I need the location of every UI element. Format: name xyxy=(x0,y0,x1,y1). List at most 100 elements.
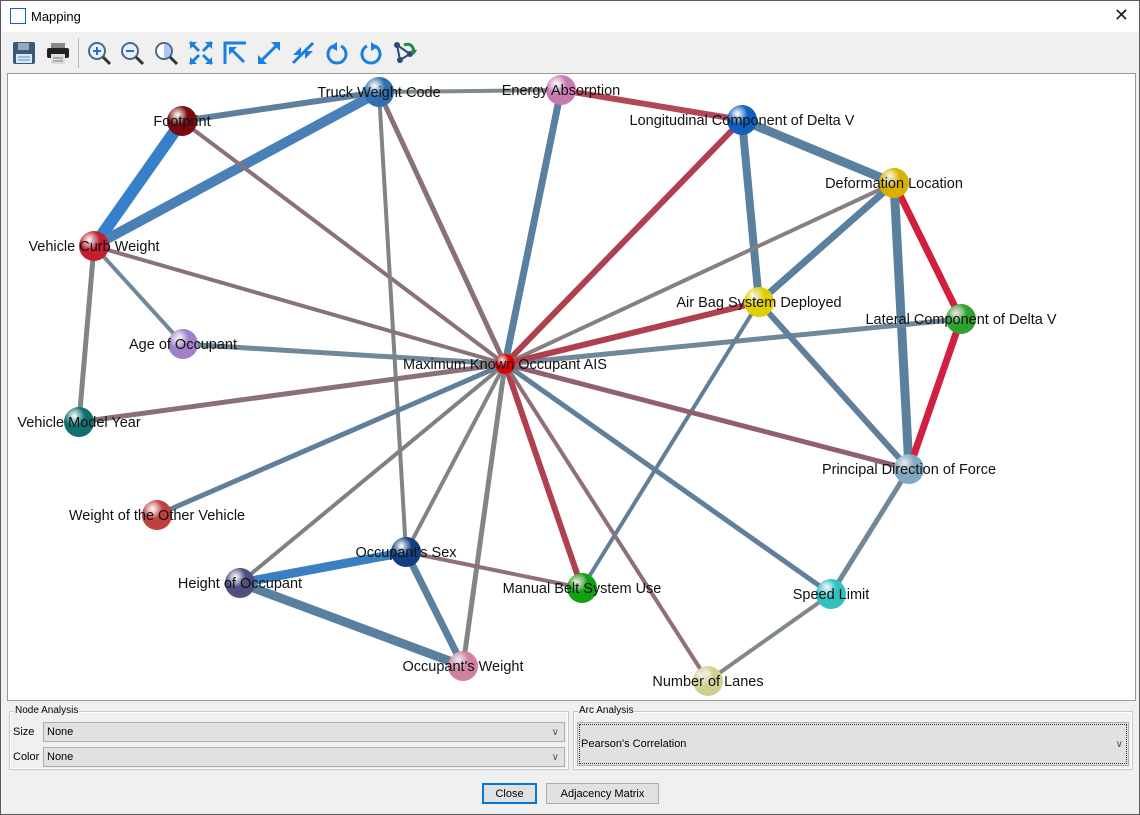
rotate-left-icon[interactable] xyxy=(323,39,351,67)
arc-analysis-title: Arc Analysis xyxy=(578,705,635,716)
edge-absd-pdof[interactable] xyxy=(756,299,912,472)
node-dl[interactable] xyxy=(879,168,909,198)
chevron-down-icon: ∨ xyxy=(551,726,559,738)
node-analysis-title: Node Analysis xyxy=(14,705,80,716)
node-fp[interactable] xyxy=(167,106,197,136)
node-label: Occupant's Weight xyxy=(403,659,524,675)
color-select-value: None xyxy=(47,751,74,763)
edge-lanes-mais[interactable] xyxy=(503,362,710,683)
node-mbsu[interactable] xyxy=(567,573,597,603)
edge-lcdv-mais[interactable] xyxy=(502,117,745,367)
node-sex[interactable] xyxy=(391,537,421,567)
edge-sex-mbsu[interactable] xyxy=(405,550,583,590)
edge-fp-mais[interactable] xyxy=(180,119,507,366)
edge-vcw-mais[interactable] xyxy=(93,244,506,366)
top-left-icon[interactable] xyxy=(221,39,249,67)
edge-spd-mais[interactable] xyxy=(503,361,833,597)
enlarge-icon[interactable] xyxy=(255,39,283,67)
arc-analysis-select[interactable]: Pearson's Correlation ∨ xyxy=(577,722,1129,766)
edge-vcw-age[interactable] xyxy=(92,244,185,346)
node-absd[interactable] xyxy=(744,287,774,317)
edge-dl-mais[interactable] xyxy=(504,181,895,366)
size-select[interactable]: None ∨ xyxy=(43,722,565,742)
node-label: Truck Weight Code xyxy=(317,85,440,101)
title-bar: Mapping ✕ xyxy=(1,1,1139,32)
chevron-down-icon: ∨ xyxy=(1115,738,1123,750)
edge-vcw-vmy[interactable] xyxy=(76,245,97,423)
rotate-right-icon[interactable] xyxy=(357,39,385,67)
node-spd[interactable] xyxy=(816,579,846,609)
node-label: Age of Occupant xyxy=(129,337,237,353)
zoom-in-icon[interactable] xyxy=(85,39,113,67)
node-hgt[interactable] xyxy=(225,568,255,598)
edge-dl-absd[interactable] xyxy=(756,180,897,305)
edge-twc-vcw[interactable] xyxy=(91,87,382,251)
zoom-fit-icon[interactable] xyxy=(152,39,180,67)
node-age[interactable] xyxy=(168,329,198,359)
edge-vmy-mais[interactable] xyxy=(78,361,506,425)
node-label: Vehicle Model Year xyxy=(17,415,141,431)
node-vmy[interactable] xyxy=(64,407,94,437)
edge-ea-mais[interactable] xyxy=(501,89,565,365)
node-wov[interactable] xyxy=(142,500,172,530)
color-select[interactable]: None∨ xyxy=(43,747,565,767)
save-icon[interactable] xyxy=(10,39,38,67)
node-pdof[interactable] xyxy=(894,454,924,484)
node-label: Longitudinal Component of Delta V xyxy=(630,113,855,129)
node-wgt[interactable] xyxy=(448,651,478,681)
node-label: Principal Direction of Force xyxy=(822,462,996,478)
edge-absd-mbsu[interactable] xyxy=(580,300,761,590)
node-label: Speed Limit xyxy=(793,587,870,603)
shrink-icon[interactable] xyxy=(289,39,317,67)
edge-lcdv-absd[interactable] xyxy=(738,119,763,303)
node-mais[interactable] xyxy=(495,354,515,374)
edge-hgt-sex[interactable] xyxy=(239,547,407,588)
size-label: Size xyxy=(13,726,35,738)
node-lanes[interactable] xyxy=(693,666,723,696)
edge-fp-vcw[interactable] xyxy=(89,117,187,250)
node-twc[interactable] xyxy=(364,77,394,107)
close-window-button[interactable]: ✕ xyxy=(1113,5,1129,25)
node-ea[interactable] xyxy=(546,75,576,105)
layout-graph-icon[interactable] xyxy=(391,39,419,67)
edge-twc-sex[interactable] xyxy=(377,91,408,553)
expand-all-icon[interactable] xyxy=(187,39,215,67)
edge-mbsu-mais[interactable] xyxy=(502,363,585,589)
color-label: Color xyxy=(13,751,40,763)
toolbar xyxy=(1,32,1139,72)
print-icon[interactable] xyxy=(44,39,72,67)
edge-ea-lcdv[interactable] xyxy=(560,87,743,123)
edge-dl-latdv[interactable] xyxy=(890,181,965,321)
edge-pdof-spd[interactable] xyxy=(828,467,912,596)
edge-fp-twc[interactable] xyxy=(181,89,380,124)
edge-sex-mais[interactable] xyxy=(404,363,507,553)
node-label: Weight of the Other Vehicle xyxy=(69,508,245,524)
edge-age-mais[interactable] xyxy=(182,341,506,367)
edge-pdof-mais[interactable] xyxy=(504,361,910,472)
size-select-value: None xyxy=(47,726,74,738)
node-label: Energy Absorption xyxy=(502,83,621,99)
node-label: Air Bag System Deployed xyxy=(676,295,841,311)
edge-wov-mais[interactable] xyxy=(156,361,506,518)
zoom-out-icon[interactable] xyxy=(118,39,146,67)
edge-sex-wgt[interactable] xyxy=(402,550,467,668)
arc-analysis-group: Arc Analysis Pearson's Correlation ∨ xyxy=(573,705,1133,770)
edge-absd-mais[interactable] xyxy=(504,299,760,367)
edge-wgt-mais[interactable] xyxy=(460,363,508,667)
arc-analysis-value: Pearson's Correlation xyxy=(581,738,687,750)
edge-twc-ea[interactable] xyxy=(378,88,562,94)
edge-hgt-wgt[interactable] xyxy=(238,578,465,671)
edge-latdv-pdof[interactable] xyxy=(905,317,965,471)
close-button[interactable]: Close xyxy=(482,783,537,804)
node-latdv[interactable] xyxy=(946,304,976,334)
edge-twc-mais[interactable] xyxy=(376,90,508,366)
edge-spd-lanes[interactable] xyxy=(706,592,833,683)
edge-hgt-mais[interactable] xyxy=(238,362,507,585)
node-lcdv[interactable] xyxy=(727,105,757,135)
node-label: Deformation Location xyxy=(825,176,963,192)
edge-lcdv-dl[interactable] xyxy=(740,115,896,188)
adjacency-matrix-button[interactable]: Adjacency Matrix xyxy=(546,783,659,804)
node-vcw[interactable] xyxy=(79,231,109,261)
